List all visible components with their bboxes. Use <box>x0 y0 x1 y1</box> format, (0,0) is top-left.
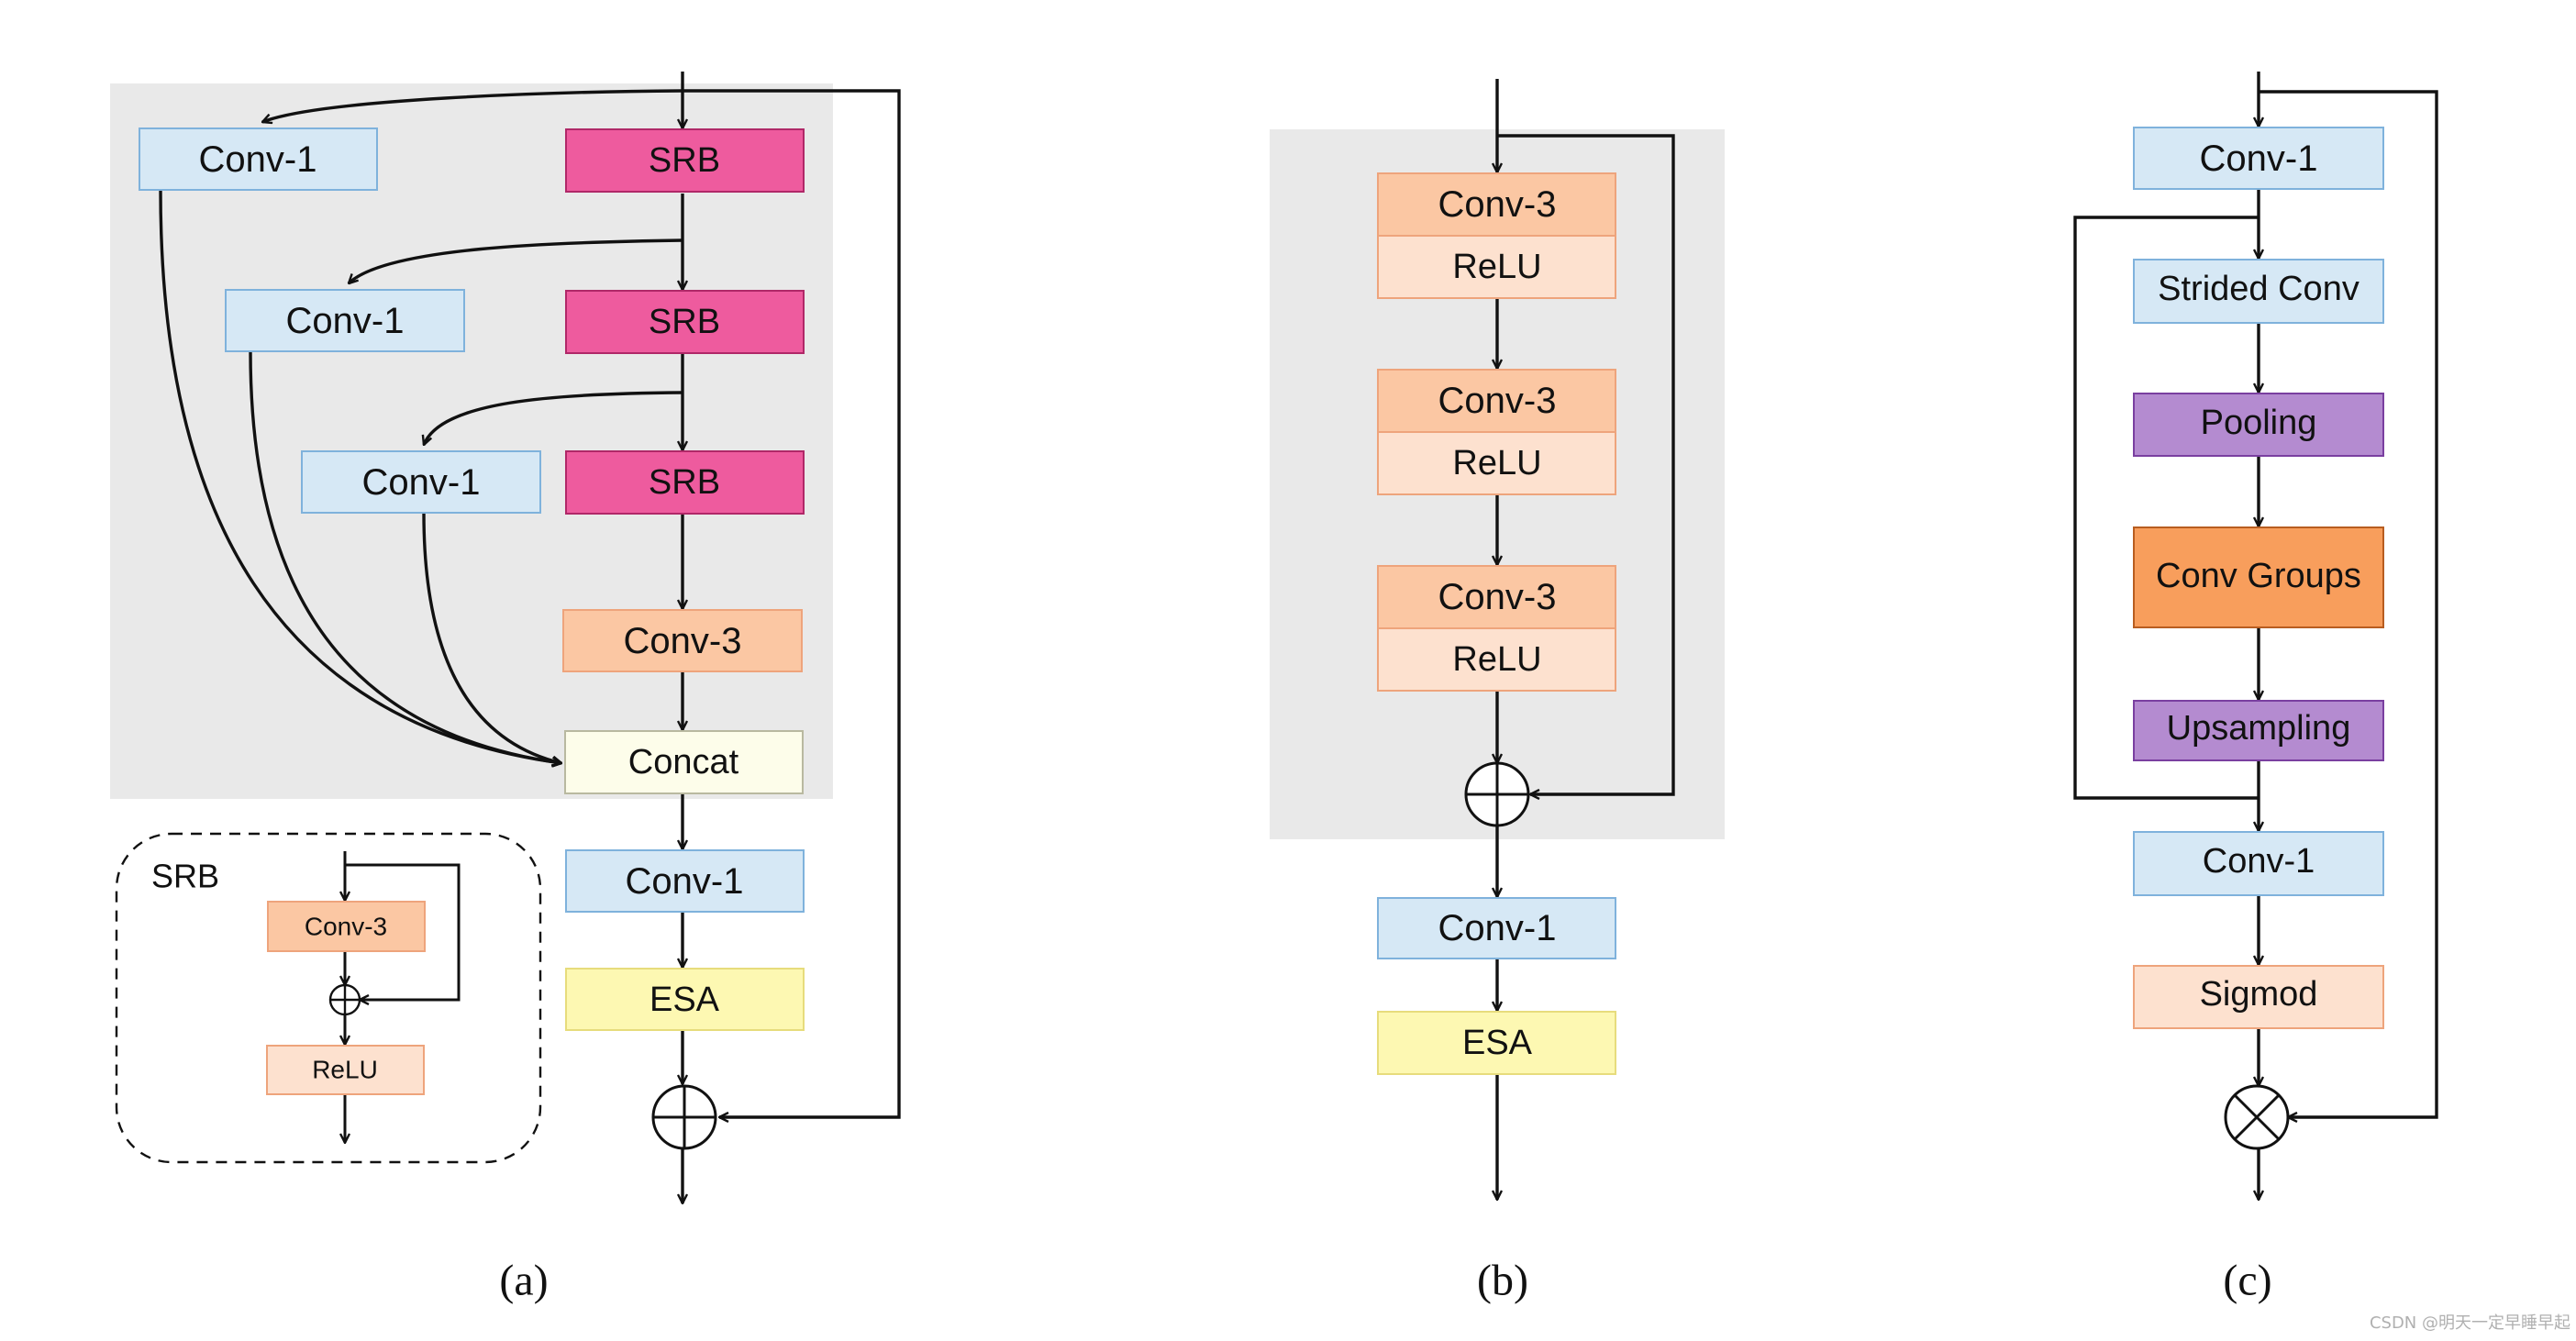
panel-c-conv1-top-block: Conv-1 <box>2133 127 2384 190</box>
conv3-block: Conv-3 <box>562 609 803 672</box>
svg-text:Conv-1: Conv-1 <box>362 462 481 503</box>
svg-text:ESA: ESA <box>1462 1024 1533 1062</box>
svg-text:ReLU: ReLU <box>1452 640 1541 679</box>
panel-b-sum-node <box>1464 761 1530 827</box>
conv1-branch-1: Conv-1 <box>139 127 378 191</box>
svg-text:Conv-1: Conv-1 <box>1438 908 1557 948</box>
svg-text:Pooling: Pooling <box>2201 404 2317 442</box>
sigmod-block: Sigmod <box>2133 965 2384 1029</box>
svg-text:ReLU: ReLU <box>1452 444 1541 482</box>
svg-text:Conv-1: Conv-1 <box>626 861 744 902</box>
srb-block-3: SRB <box>565 450 805 515</box>
svg-text:SRB: SRB <box>649 463 720 502</box>
svg-text:Conv-1: Conv-1 <box>2200 139 2318 179</box>
conv1-output-block: Conv-1 <box>565 849 805 913</box>
svg-text:Conv-1: Conv-1 <box>2203 842 2315 881</box>
svg-text:Concat: Concat <box>628 743 739 781</box>
svg-text:SRB: SRB <box>649 303 720 341</box>
svg-text:Conv-3: Conv-3 <box>305 913 387 941</box>
svg-text:ReLU: ReLU <box>1452 248 1541 286</box>
panel-c-conv1-bottom-block: Conv-1 <box>2133 831 2384 896</box>
svg-text:Conv-1: Conv-1 <box>286 301 405 341</box>
legend-relu-block: ReLU <box>266 1045 425 1095</box>
conv1-branch-3: Conv-1 <box>301 450 541 514</box>
svg-text:Upsampling: Upsampling <box>2167 709 2351 748</box>
watermark: CSDN @明天一定早睡早起 <box>2370 1313 2570 1333</box>
caption-c: (c) <box>2223 1257 2271 1305</box>
srb-block-2: SRB <box>565 290 805 354</box>
panel-b: Conv-3 ReLU Conv-3 ReLU Conv-3 ReLU Conv… <box>1270 79 1725 1305</box>
panel-c-connectors <box>2073 72 2438 1200</box>
legend-border <box>115 832 542 1164</box>
panel-b-esa-block: ESA <box>1377 1011 1616 1075</box>
esa-block: ESA <box>565 968 805 1031</box>
svg-text:Sigmod: Sigmod <box>2200 975 2318 1014</box>
svg-text:Conv-3: Conv-3 <box>624 621 742 661</box>
svg-text:ESA: ESA <box>650 981 720 1019</box>
conv3-relu-block-1: Conv-3 ReLU <box>1377 172 1616 299</box>
panel-b-connectors <box>1497 79 1675 1200</box>
legend-sum-node <box>328 983 361 1016</box>
svg-text:Strided Conv: Strided Conv <box>2158 270 2359 308</box>
panel-a-connectors <box>159 72 901 1203</box>
legend-title: SRB <box>151 858 219 895</box>
srb-legend: SRB Conv-3 ReLU <box>115 832 542 1164</box>
sum-node <box>651 1084 717 1150</box>
strided-conv-block: Strided Conv <box>2133 259 2384 324</box>
panel-a-background <box>110 83 833 799</box>
svg-text:Conv-3: Conv-3 <box>1438 577 1557 617</box>
conv1-branch-2: Conv-1 <box>225 289 465 352</box>
panel-c: Conv-1 Strided Conv Pooling Conv Groups … <box>2073 72 2438 1305</box>
caption-a: (a) <box>499 1257 548 1305</box>
panel-b-conv1-block: Conv-1 <box>1377 897 1616 959</box>
legend-conv3-block: Conv-3 <box>267 901 426 952</box>
svg-text:Conv Groups: Conv Groups <box>2156 557 2361 595</box>
pooling-block: Pooling <box>2133 393 2384 457</box>
conv3-relu-block-3: Conv-3 ReLU <box>1377 565 1616 692</box>
conv3-relu-block-2: Conv-3 ReLU <box>1377 369 1616 495</box>
panel-a: Conv-1 Conv-1 Conv-1 SRB SRB SRB Conv-3 <box>110 72 901 1305</box>
svg-text:SRB: SRB <box>649 141 720 180</box>
svg-text:Conv-3: Conv-3 <box>1438 381 1557 421</box>
svg-text:Conv-3: Conv-3 <box>1438 184 1557 225</box>
conv-groups-block: Conv Groups <box>2133 526 2384 628</box>
upsampling-block: Upsampling <box>2133 700 2384 761</box>
svg-text:Conv-1: Conv-1 <box>199 139 317 180</box>
svg-text:ReLU: ReLU <box>312 1056 378 1084</box>
srb-block-1: SRB <box>565 128 805 193</box>
caption-b: (b) <box>1477 1257 1528 1305</box>
multiply-node <box>2224 1084 2290 1150</box>
concat-block: Concat <box>564 730 804 794</box>
